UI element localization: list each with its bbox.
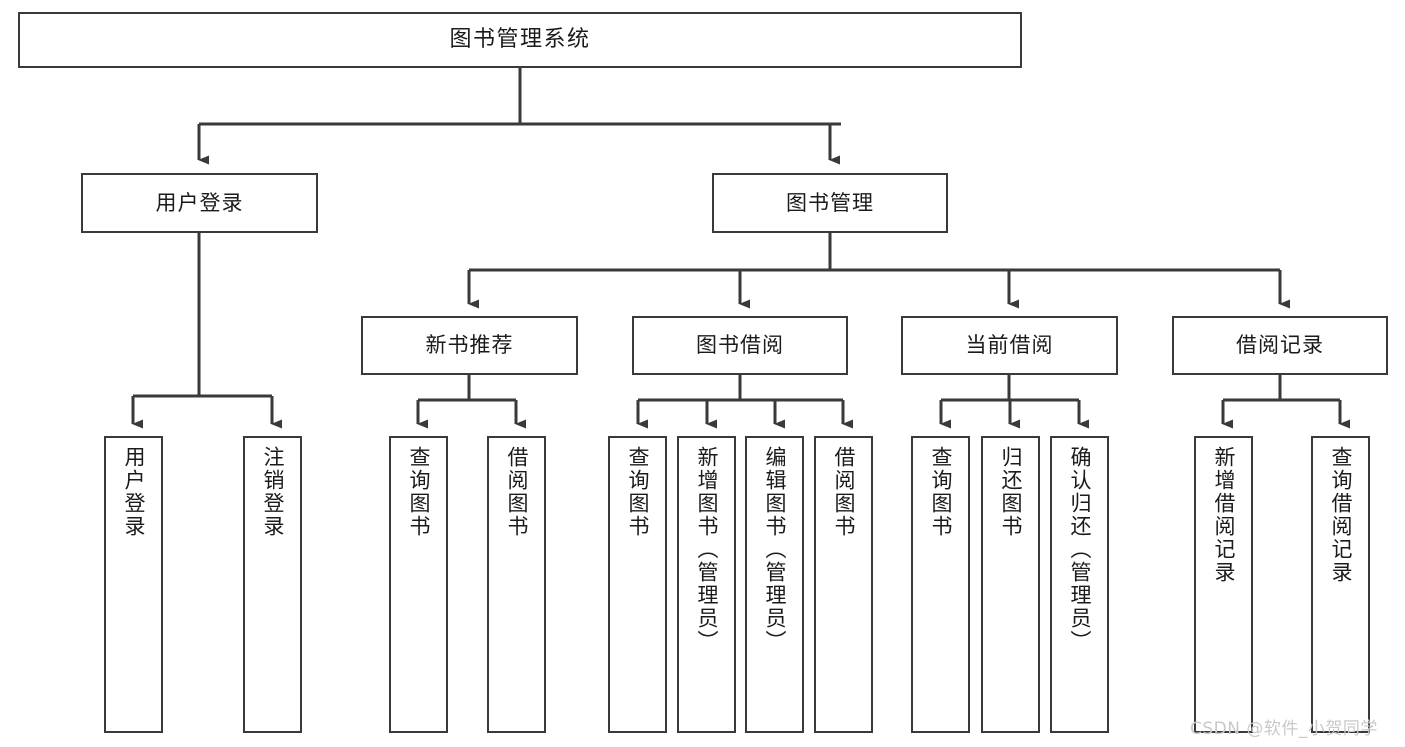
node-leaf-user-login-label: 用户登录 [122, 446, 146, 538]
node-leaf-query-record-label: 查询借阅记录 [1329, 446, 1353, 584]
node-leaf-query-book-2[interactable]: 查询图书 [608, 436, 667, 733]
node-leaf-edit-book[interactable]: 编辑图书（管理员） [745, 436, 804, 733]
node-leaf-add-record-label: 新增借阅记录 [1212, 446, 1236, 584]
node-leaf-confirm-return-label: 确认归还（管理员） [1068, 446, 1092, 653]
node-leaf-edit-book-label: 编辑图书（管理员） [763, 446, 787, 653]
node-new-book-recommend-label: 新书推荐 [425, 333, 514, 358]
node-leaf-return-book[interactable]: 归还图书 [981, 436, 1040, 733]
node-borrow-record-label: 借阅记录 [1236, 333, 1324, 358]
node-leaf-query-book-3[interactable]: 查询图书 [911, 436, 970, 733]
node-borrow-record[interactable]: 借阅记录 [1172, 316, 1388, 375]
node-leaf-user-logout[interactable]: 注销登录 [243, 436, 302, 733]
node-leaf-user-login[interactable]: 用户登录 [104, 436, 163, 733]
node-current-borrow-label: 当前借阅 [965, 333, 1054, 358]
node-leaf-add-book-label: 新增图书（管理员） [695, 446, 719, 653]
node-root-label: 图书管理系统 [449, 27, 591, 53]
node-leaf-query-book-2-label: 查询图书 [626, 446, 650, 538]
node-current-borrow[interactable]: 当前借阅 [901, 316, 1118, 375]
node-leaf-add-book[interactable]: 新增图书（管理员） [677, 436, 736, 733]
node-leaf-query-book-1[interactable]: 查询图书 [389, 436, 448, 733]
node-book-borrow-label: 图书借阅 [696, 333, 784, 358]
node-leaf-query-record[interactable]: 查询借阅记录 [1311, 436, 1370, 733]
node-leaf-borrow-book-2-label: 借阅图书 [832, 446, 856, 538]
node-leaf-borrow-book-2[interactable]: 借阅图书 [814, 436, 873, 733]
node-user-login[interactable]: 用户登录 [81, 173, 318, 233]
node-leaf-return-book-label: 归还图书 [999, 446, 1023, 538]
node-leaf-query-book-3-label: 查询图书 [929, 446, 953, 538]
node-leaf-user-logout-label: 注销登录 [261, 446, 285, 538]
node-new-book-recommend[interactable]: 新书推荐 [361, 316, 578, 375]
node-leaf-confirm-return[interactable]: 确认归还（管理员） [1050, 436, 1109, 733]
node-leaf-borrow-book-1[interactable]: 借阅图书 [487, 436, 546, 733]
node-book-borrow[interactable]: 图书借阅 [632, 316, 848, 375]
node-leaf-add-record[interactable]: 新增借阅记录 [1194, 436, 1253, 733]
node-book-manage-label: 图书管理 [786, 190, 874, 215]
watermark: CSDN @软件_小贺同学 [1190, 719, 1378, 739]
node-book-manage[interactable]: 图书管理 [712, 173, 948, 233]
node-leaf-borrow-book-1-label: 借阅图书 [505, 446, 529, 538]
node-leaf-query-book-1-label: 查询图书 [407, 446, 431, 538]
node-user-login-label: 用户登录 [155, 190, 244, 215]
node-root[interactable]: 图书管理系统 [18, 12, 1022, 68]
